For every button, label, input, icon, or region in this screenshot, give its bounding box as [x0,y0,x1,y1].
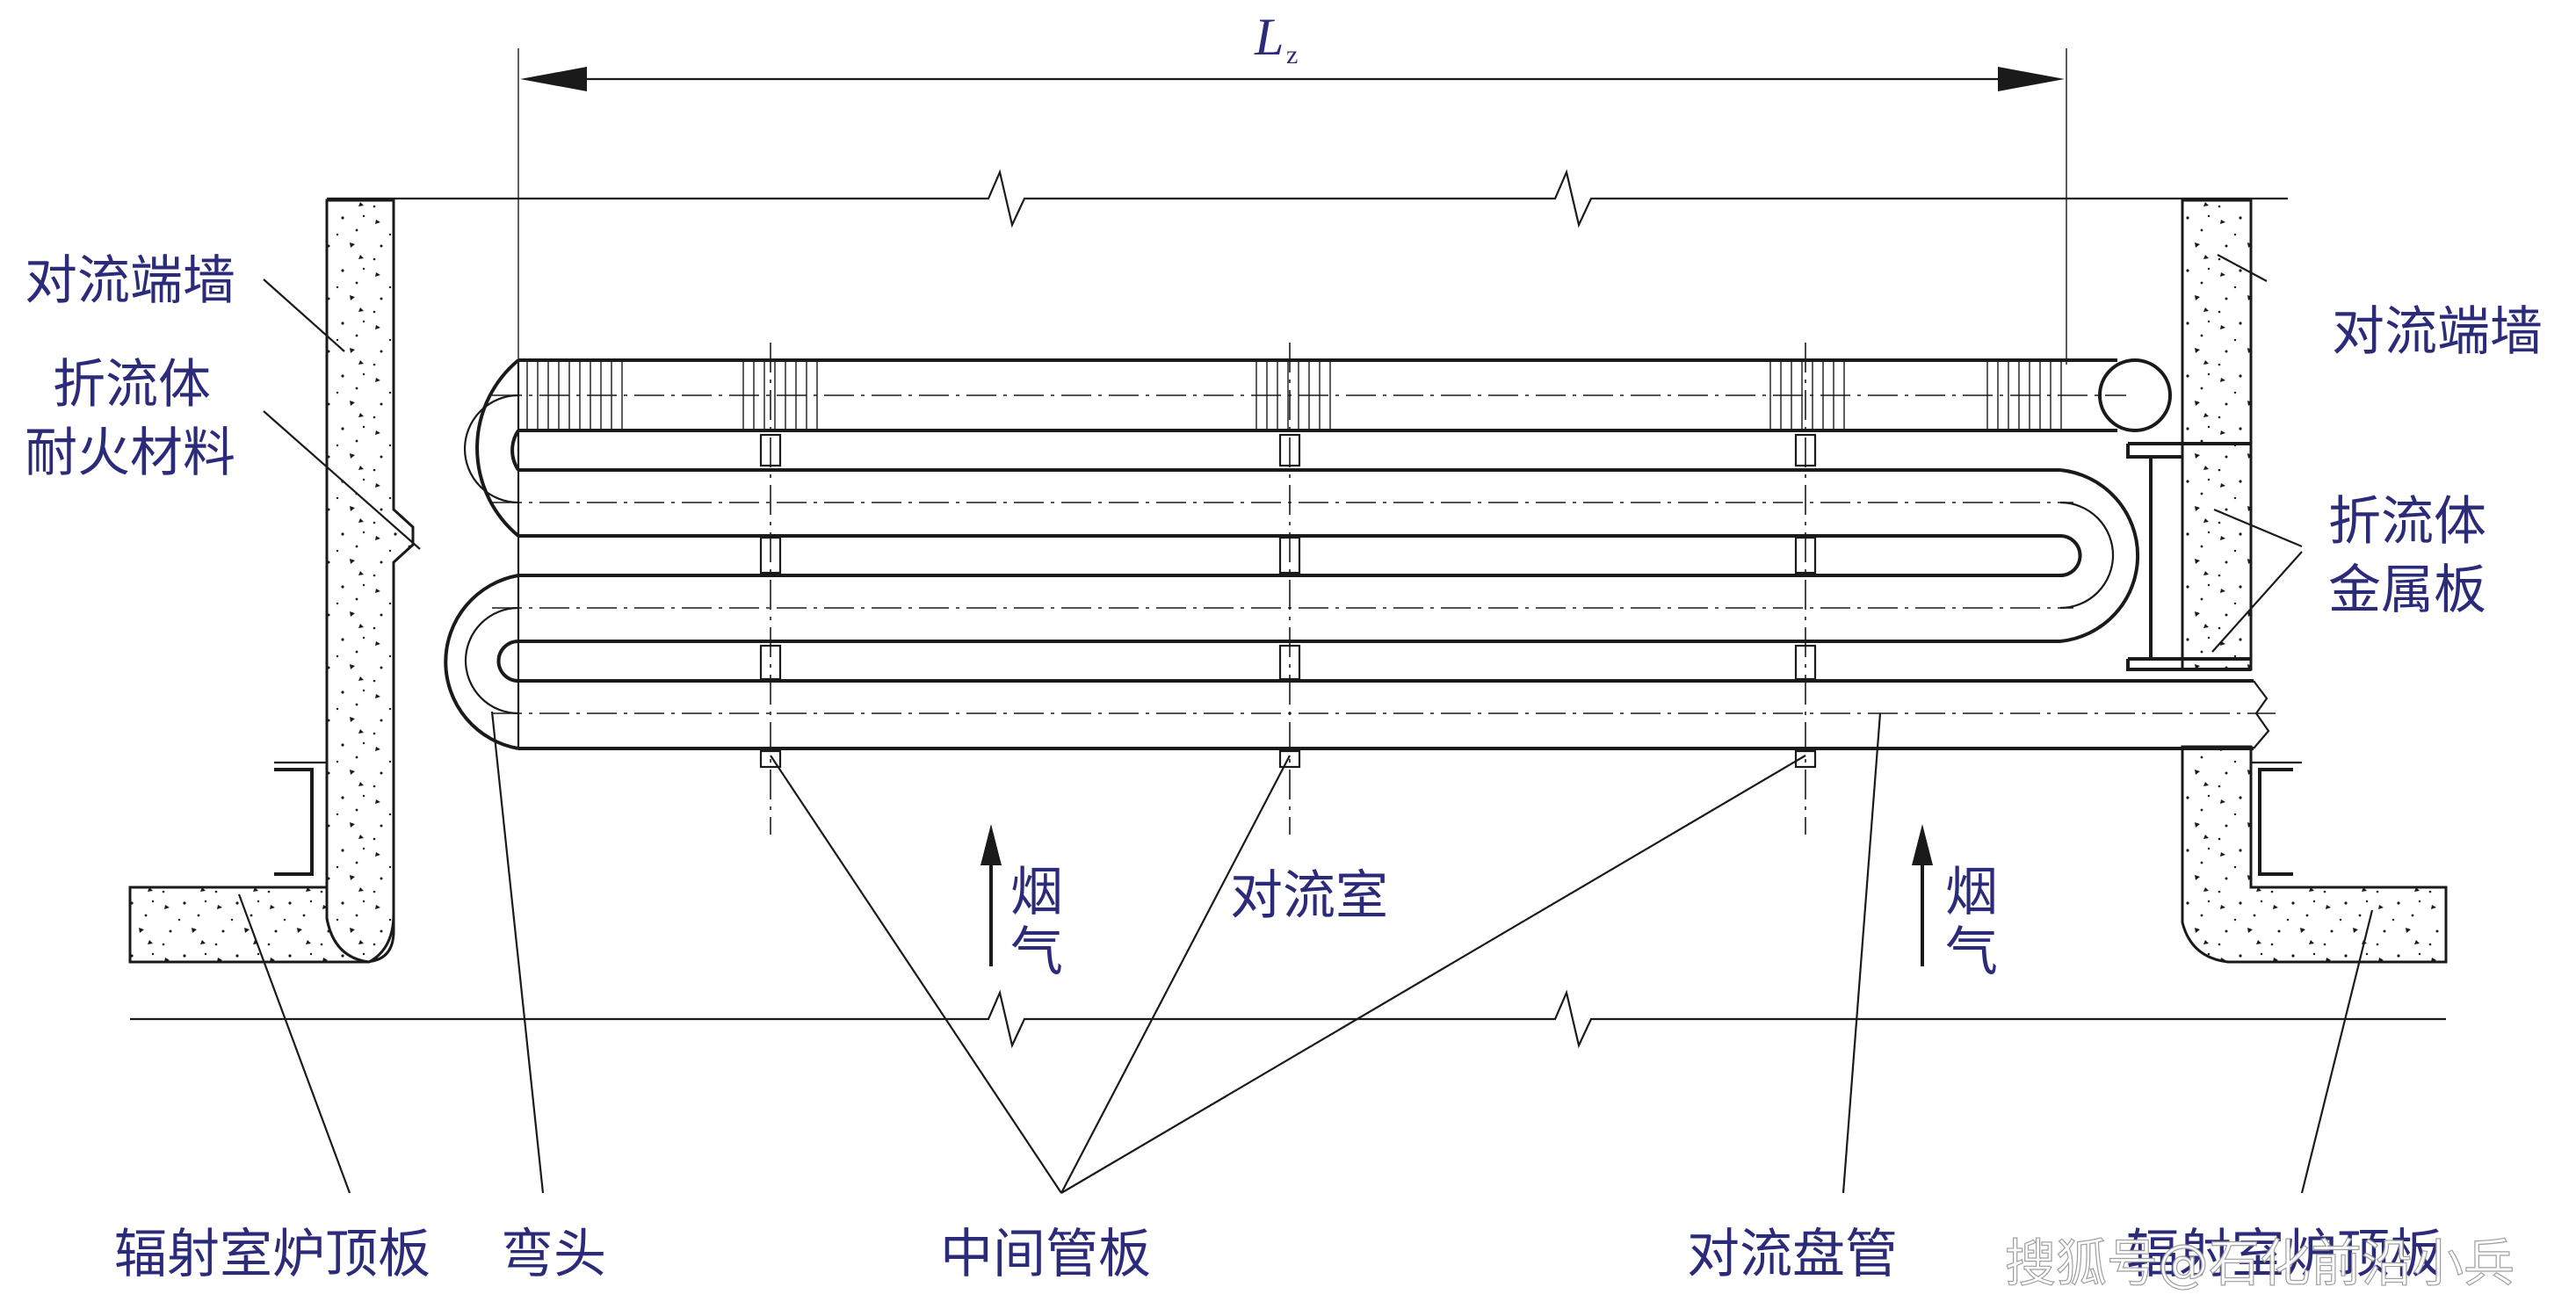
flue-gas-arrows [980,824,1933,966]
label-baffle-refractory-1: 折流体 [53,354,211,416]
label-baffle-metal-1: 折流体 [2328,491,2486,553]
dimension-subscript: z [1286,40,1298,69]
left-end-wall [128,199,415,964]
label-left-end-wall: 对流端墙 [25,250,235,312]
labels: 对流端墙 折流体 耐火材料 对流端墙 折流体 金属板 烟 气 对流室 烟 气 辐… [25,250,2543,1294]
label-flue-gas-right-1: 烟 [1945,862,1998,923]
label-intermediate-tube-sheet: 中间管板 [940,1224,1151,1285]
label-baffle-metal-2: 金属板 [2328,560,2486,621]
dimension-lz: L z [517,8,2067,365]
label-elbow: 弯头 [501,1224,606,1285]
label-convection-coil: 对流盘管 [1687,1224,1898,1285]
label-flue-gas-right-2: 气 [1945,922,1998,983]
convection-coil [444,358,2276,750]
label-convection-chamber: 对流室 [1230,865,1388,927]
label-flue-gas-left-1: 烟 [1010,862,1063,923]
label-flue-gas-left-2: 气 [1010,922,1063,983]
break-lines [130,169,2446,1049]
watermark: 搜狐号@石化前沿小兵 [2005,1233,2514,1293]
right-end-wall [2126,199,2448,964]
intermediate-tube-sheets [759,343,1817,835]
label-right-end-wall: 对流端墙 [2332,301,2543,363]
leader-lines [237,254,2374,1194]
fin-bands [526,360,2062,430]
dimension-symbol: L [1254,8,1284,66]
label-radiant-roof-left: 辐射室炉顶板 [114,1224,431,1285]
label-baffle-refractory-2: 耐火材料 [25,423,235,484]
label-radiant-roof-right: 辐射室炉顶板 [2126,1224,2442,1285]
